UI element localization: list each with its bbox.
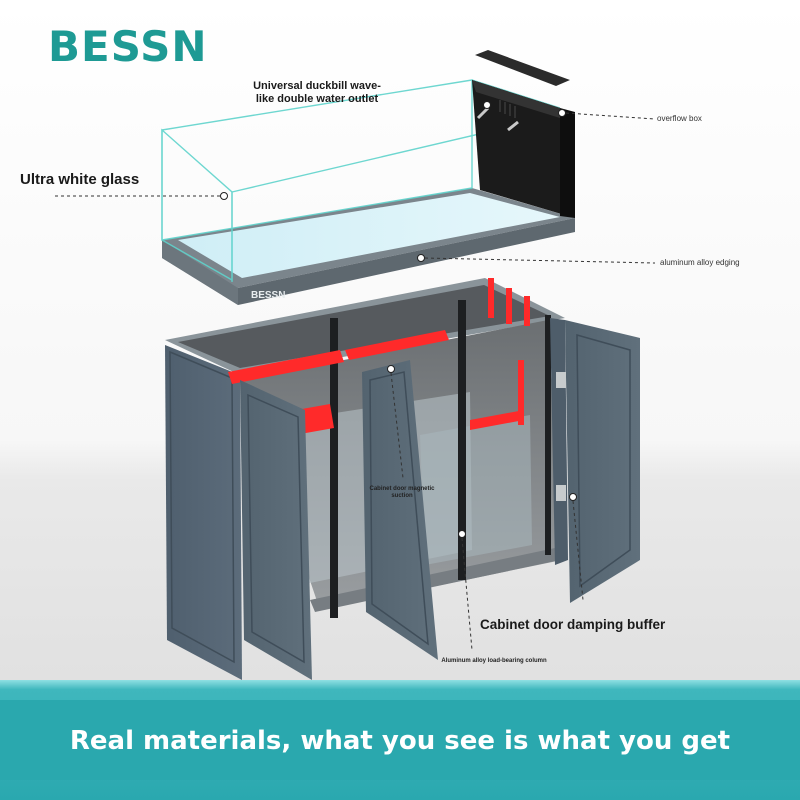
bottom-banner	[0, 680, 800, 800]
brand-logo: BESSN	[48, 22, 208, 71]
label-damping-buffer: Cabinet door damping buffer	[480, 617, 666, 632]
hinge-icon	[556, 372, 566, 501]
overflow-lid	[475, 50, 570, 86]
aluminum-column	[330, 300, 551, 618]
banner-text: Real materials, what you see is what you…	[69, 726, 731, 756]
aquarium-tank: BESSN	[161, 50, 575, 305]
duckbill-outlet-icon	[476, 106, 519, 132]
aquarium-cabinet	[55, 101, 656, 680]
label-duckbill-outlet: Universal duckbill wave-like double wate…	[253, 80, 381, 105]
center-door	[362, 360, 438, 660]
tank-logo: BESSN	[251, 290, 285, 301]
right-door	[565, 320, 640, 603]
label-overflow-box: overflow box	[657, 114, 702, 123]
label-load-bearing-column: Aluminum alloy load-bearing column	[441, 658, 547, 664]
left-door	[240, 380, 312, 680]
tank-water	[178, 193, 560, 278]
cabinet-left-side	[165, 345, 242, 680]
label-aluminum-edging: aluminum alloy edging	[660, 258, 740, 267]
label-ultra-white-glass: Ultra white glass	[20, 171, 140, 188]
label-magnetic-suction: Cabinet door magnetic suction	[369, 486, 435, 499]
